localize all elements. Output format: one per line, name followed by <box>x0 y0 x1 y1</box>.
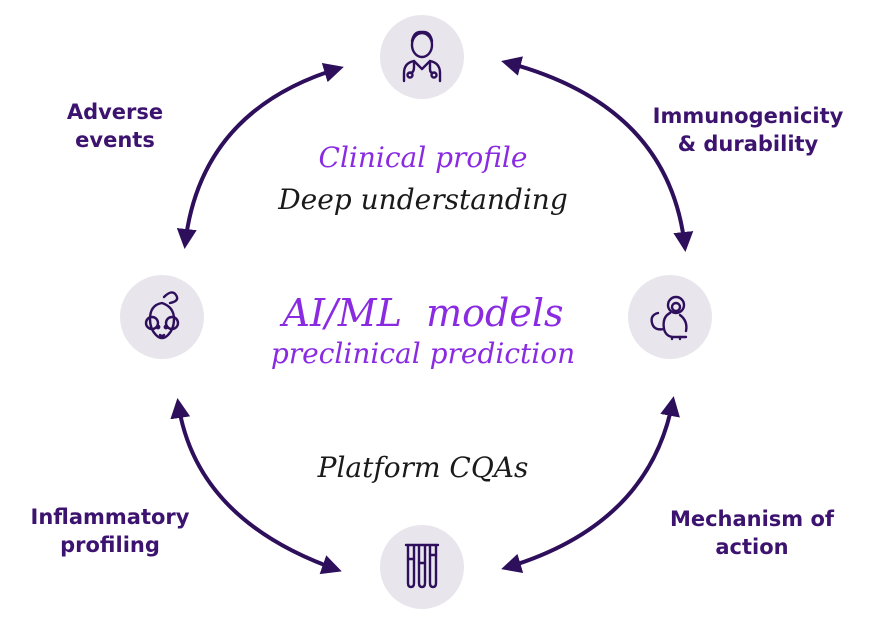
monkey-icon <box>650 295 688 341</box>
arrow-top-left <box>176 63 344 249</box>
arrow-top-right <box>501 56 694 252</box>
ai-ml-models-text: AI/ML models <box>282 291 564 335</box>
label-adverse-line1: Adverse <box>66 100 164 124</box>
mouse-icon <box>144 291 180 340</box>
label-inflammatory-line2: profiling <box>60 533 160 557</box>
label-adverse-events: Adverse events <box>60 98 170 154</box>
label-immuno-line2: & durability <box>677 132 819 156</box>
platform-cqas-text: Platform CQAs <box>317 451 529 484</box>
label-inflammatory-line1: Inflammatory <box>30 505 190 529</box>
label-adverse-line2: events <box>75 128 155 152</box>
mouse-node <box>120 275 204 359</box>
label-inflammatory: Inflammatory profiling <box>10 503 210 559</box>
preclinical-prediction-text: preclinical prediction <box>270 337 576 370</box>
label-immunogenicity: Immunogenicity & durability <box>633 102 863 158</box>
deep-understanding-text: Deep understanding <box>278 183 568 216</box>
label-mechanism-line2: action <box>715 535 789 559</box>
doctor-icon <box>402 30 442 83</box>
tubes-node <box>380 525 464 609</box>
clinical-profile-text: Clinical profile <box>318 141 528 174</box>
label-mechanism: Mechanism of action <box>652 505 852 561</box>
arrow-bottom-right <box>501 396 680 574</box>
monkey-node <box>628 275 712 359</box>
clinical-node <box>380 15 464 99</box>
label-immuno-line1: Immunogenicity <box>652 104 844 128</box>
arrow-bottom-left <box>170 398 342 575</box>
label-mechanism-line1: Mechanism of <box>669 507 835 531</box>
test-tubes-icon <box>404 543 440 589</box>
